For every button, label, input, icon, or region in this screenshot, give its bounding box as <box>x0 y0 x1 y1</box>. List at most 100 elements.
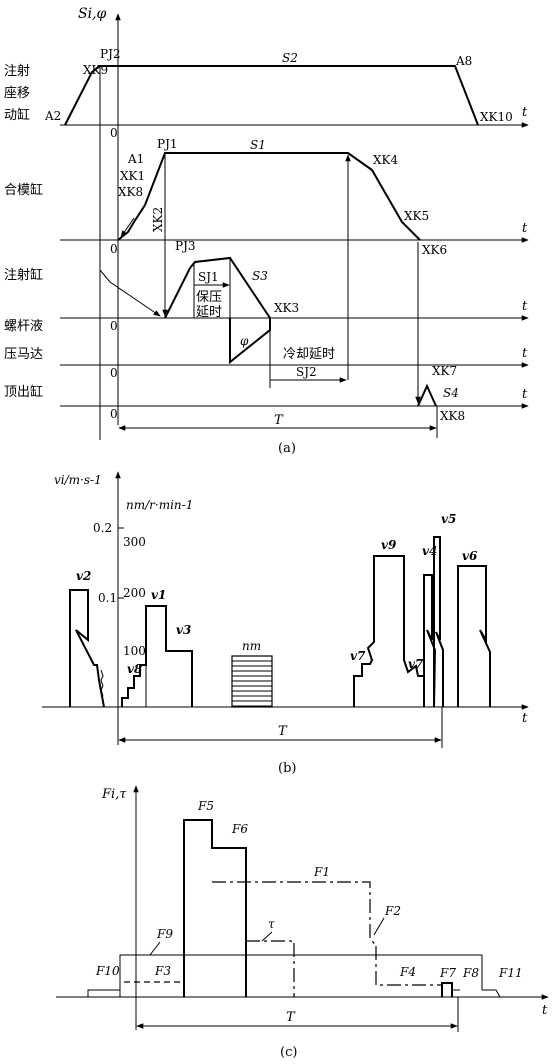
panel-a-timing-diagram: Si,φ 注射 座移 动缸 合模缸 注射缸 螺杆液 压马达 顶出缸 t t t … <box>4 6 529 456</box>
block-nm-hatching <box>232 660 272 707</box>
label-F3: F3 <box>154 964 171 978</box>
label-SJ1: SJ1 <box>198 270 219 284</box>
caption-a: (a) <box>278 441 296 456</box>
panel-b-t-label: t <box>522 711 528 726</box>
curve-S4 <box>417 383 437 407</box>
label-hold-1: 保压 <box>196 290 222 305</box>
label-F8: F8 <box>462 966 479 980</box>
label-T-c: T <box>286 1010 296 1025</box>
label-v3: v3 <box>176 623 191 637</box>
panel-b-velocity-diagram: t vi/m·s-1 nm/r·min-1 0.2 0.1 300 200 10… <box>42 471 529 776</box>
curve-F5-F6 <box>183 819 247 997</box>
curve-v2-break <box>100 669 104 697</box>
label-zero-3: 0 <box>110 319 118 333</box>
label-PJ2: PJ2 <box>100 47 121 61</box>
label-XK1: XK1 <box>120 169 145 183</box>
t-label-5: t <box>522 387 528 402</box>
arrow-PJ2-to-injection <box>99 269 161 317</box>
label-XK3: XK3 <box>274 301 299 315</box>
arrow-XK8-link <box>120 217 135 238</box>
label-A1: A1 <box>127 152 144 166</box>
curve-v6 <box>457 565 491 707</box>
curve-v1-v3 <box>121 605 193 707</box>
curve-v9 <box>353 555 425 707</box>
label-F4: F4 <box>399 965 416 979</box>
curve-S2 <box>64 65 479 126</box>
label-F7: F7 <box>439 966 456 980</box>
label-PJ3: PJ3 <box>175 239 196 253</box>
label-tau: τ <box>268 917 275 931</box>
label-zero-5: 0 <box>110 407 118 421</box>
label-F5: F5 <box>197 799 214 813</box>
label-A2: A2 <box>44 109 61 123</box>
panel-a-y-label: Si,φ <box>78 6 107 22</box>
label-nm: nm <box>242 639 261 653</box>
label-XK10: XK10 <box>480 110 513 124</box>
label-hold-2: 延时 <box>196 305 222 320</box>
label-S1: S1 <box>250 138 266 152</box>
curve-v2 <box>69 589 105 708</box>
row-label-mold-clamp: 合模缸 <box>4 182 43 198</box>
label-F2: F2 <box>384 904 401 918</box>
label-T-b: T <box>278 724 288 739</box>
label-F6: F6 <box>231 822 248 836</box>
row-label-injection-cylinder: 注射缸 <box>4 267 43 283</box>
row-label-injection-seat-1: 注射 <box>4 63 30 79</box>
curve-tau <box>246 940 295 997</box>
label-v7-a: v7 <box>350 649 366 663</box>
label-v1: v1 <box>151 588 166 602</box>
label-XK4: XK4 <box>373 153 399 167</box>
row-label-motor: 压马达 <box>4 347 43 362</box>
leader-F9 <box>149 941 161 956</box>
label-XK6: XK6 <box>422 243 447 257</box>
label-zero-1: 0 <box>110 126 118 140</box>
label-F11: F11 <box>498 966 523 980</box>
label-zero-4: 0 <box>110 366 118 380</box>
label-phi: φ <box>240 334 249 348</box>
label-S3: S3 <box>252 269 268 283</box>
leader-tau <box>261 931 273 942</box>
row-label-screw: 螺杆液 <box>4 319 43 334</box>
curve-v5 <box>433 536 444 707</box>
tick-label-01: 0.1 <box>98 591 117 605</box>
label-XK9: XK9 <box>83 63 108 77</box>
label-v8: v8 <box>127 662 143 676</box>
tick-label-300: 300 <box>123 535 146 549</box>
caption-c: (c) <box>280 1045 297 1060</box>
label-XK5: XK5 <box>404 209 429 223</box>
label-zero-2: 0 <box>110 242 118 256</box>
t-label-1: t <box>522 105 528 120</box>
curve-F7 <box>441 982 453 997</box>
panel-c-y-label: Fi,τ <box>101 787 127 802</box>
curve-F9 <box>119 954 483 997</box>
label-PJ1: PJ1 <box>157 137 178 151</box>
t-label-3: t <box>522 299 528 314</box>
label-v7-b: v7 <box>408 657 424 671</box>
panel-c-t-label: t <box>542 1003 548 1018</box>
tick-label-100: 100 <box>123 644 146 658</box>
label-v5: v5 <box>441 512 456 526</box>
label-v2: v2 <box>76 569 91 583</box>
panel-b-y2-label: nm/r·min-1 <box>126 498 193 512</box>
row-label-injection-seat-2: 座移 <box>4 86 30 101</box>
tick-label-02: 0.2 <box>93 521 112 535</box>
curve-F4 <box>375 946 442 986</box>
curve-S3 <box>164 256 271 319</box>
row-label-injection-seat-3: 动缸 <box>4 107 30 123</box>
label-S4: S4 <box>443 386 459 400</box>
tick-label-200: 200 <box>123 586 146 600</box>
panel-b-y-label: vi/m·s-1 <box>54 473 102 487</box>
curve-F10 <box>87 989 120 997</box>
panel-c-force-diagram: t Fi,τ F10 F9 F3 F5 F6 F1 τ F2 F4 F7 F <box>56 785 549 1060</box>
label-A8: A8 <box>455 54 472 68</box>
label-v6: v6 <box>462 549 478 563</box>
curve-F11 <box>482 989 501 998</box>
label-XK2: XK2 <box>151 207 165 232</box>
label-XK7: XK7 <box>432 364 457 378</box>
label-cool: 冷却延时 <box>283 347 335 362</box>
label-S2: S2 <box>282 51 298 65</box>
t-label-2: t <box>522 221 528 236</box>
caption-b: (b) <box>278 761 296 776</box>
label-F9: F9 <box>156 927 173 941</box>
